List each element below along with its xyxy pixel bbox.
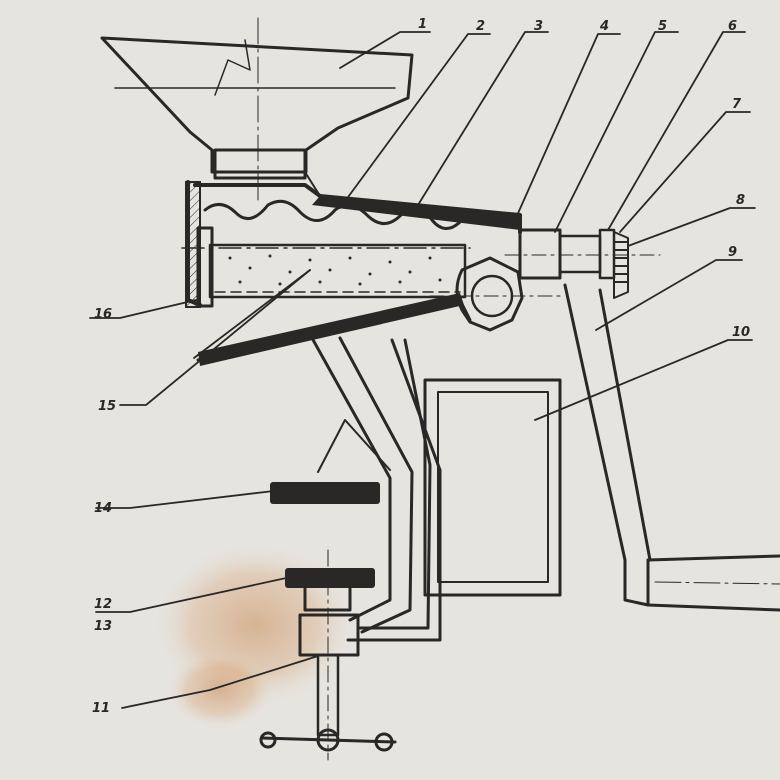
crank-handle: [563, 283, 780, 612]
oil-container: [423, 378, 562, 597]
upper-pad: [270, 482, 380, 504]
lower-pad: [285, 568, 375, 588]
screw-flights: [203, 199, 462, 230]
callout-3: 3: [534, 19, 543, 34]
filter-cylinder: [181, 226, 471, 308]
callout-labels: 1 2 3 4 5 6 7 8 9 10 11 12 13 14 15 16: [92, 17, 750, 716]
screw-housing: [185, 171, 522, 366]
callout-11: 11: [92, 701, 110, 716]
callout-13: 13: [94, 619, 112, 634]
callout-10: 10: [732, 325, 750, 340]
callout-14: 14: [94, 501, 112, 516]
callout-15: 15: [98, 399, 116, 414]
callout-4: 4: [599, 19, 609, 34]
leader-lines: [89, 31, 756, 709]
knurled-nut: [614, 241, 628, 283]
shaft-assembly: [504, 228, 661, 299]
clamp-frame: [259, 336, 442, 761]
callout-2: 2: [476, 19, 485, 34]
callout-6: 6: [728, 19, 737, 34]
paper-stain-2: [165, 650, 275, 730]
callout-12: 12: [94, 597, 112, 612]
adjusting-knob: [429, 256, 561, 332]
callout-7: 7: [732, 97, 742, 112]
callout-16: 16: [94, 307, 112, 322]
hopper: [100, 36, 414, 180]
callout-1: 1: [418, 17, 427, 32]
callout-9: 9: [728, 245, 737, 260]
filter-perforations: [228, 254, 442, 286]
callout-5: 5: [658, 19, 667, 34]
callout-8: 8: [736, 193, 745, 208]
